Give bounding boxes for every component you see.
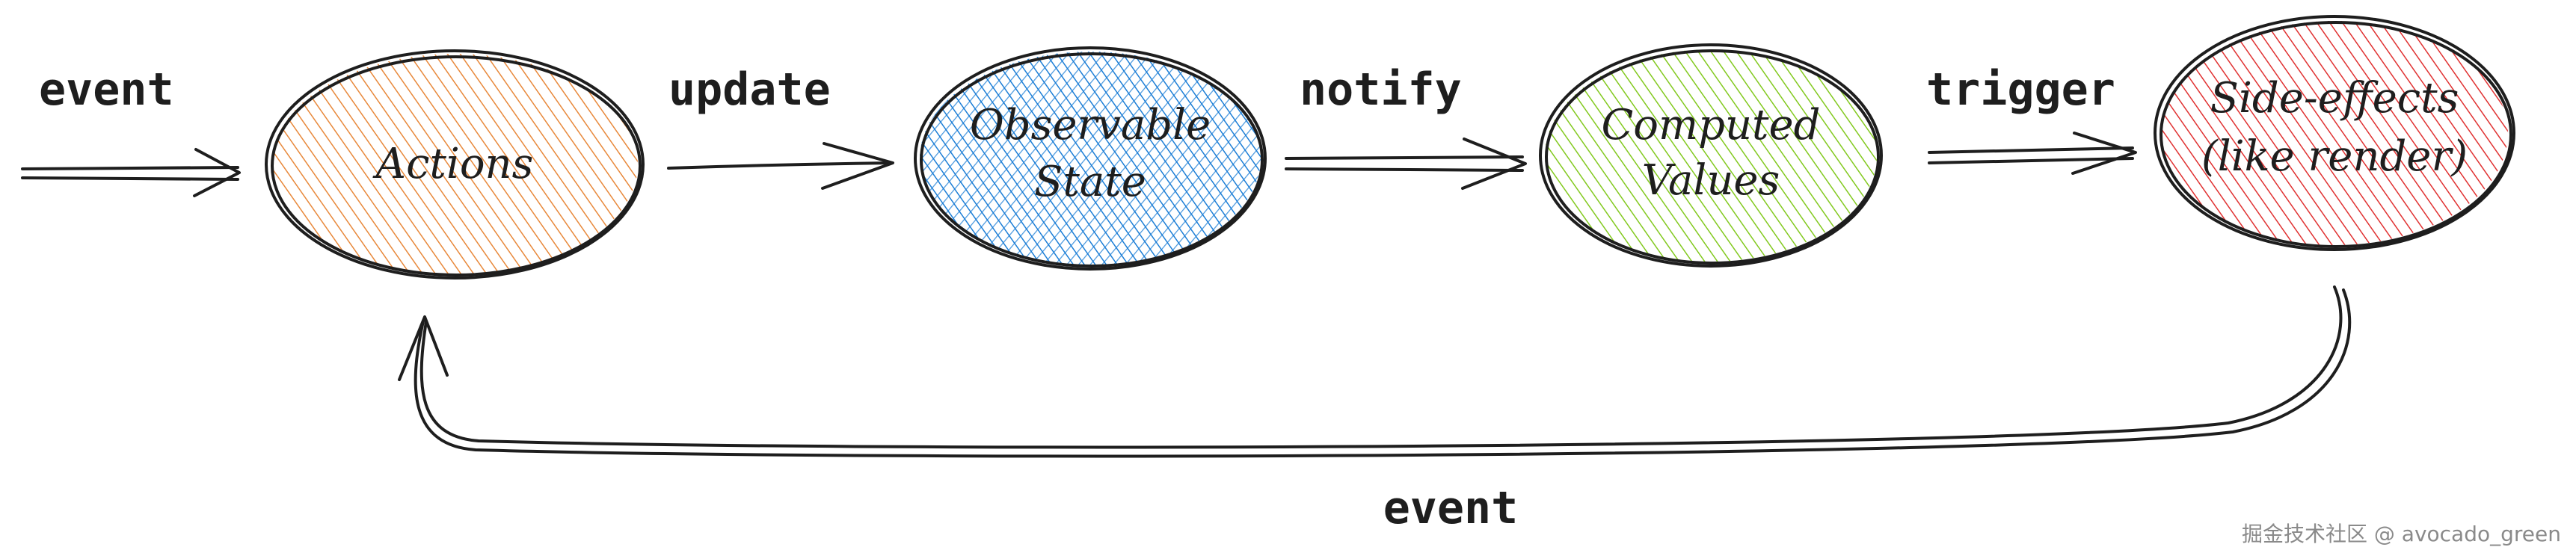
actions-node: Actions (265, 49, 645, 279)
feedback-event-arrow (398, 285, 2352, 458)
observable-state-label-line2: State (1034, 158, 1146, 206)
actions-label: Actions (372, 140, 534, 188)
update-label: update (668, 64, 831, 116)
computed-values-label-line2: Values (1642, 156, 1780, 205)
update-arrow (667, 142, 894, 190)
side-effects-node: Side-effects (like render) (2154, 15, 2515, 251)
observable-state-label-line1: Observable (970, 101, 1211, 149)
computed-values-label-line1: Computed (1601, 101, 1820, 149)
computed-values-node: Computed Values (1539, 43, 1883, 268)
side-effects-label-line1: Side-effects (2210, 74, 2459, 123)
watermark: 掘金技术社区 @ avocado_green (2242, 522, 2561, 546)
observable-state-node: Observable State (914, 46, 1267, 271)
trigger-label: trigger (1926, 64, 2115, 116)
side-effects-label-line2: (like render) (2201, 132, 2468, 181)
feedback-event-label: event (1383, 482, 1519, 534)
notify-arrow (1285, 138, 1527, 190)
notify-label: notify (1300, 64, 1462, 116)
incoming-event-label: event (39, 64, 174, 116)
trigger-arrow (1928, 132, 2137, 175)
incoming-event-arrow (21, 148, 241, 197)
